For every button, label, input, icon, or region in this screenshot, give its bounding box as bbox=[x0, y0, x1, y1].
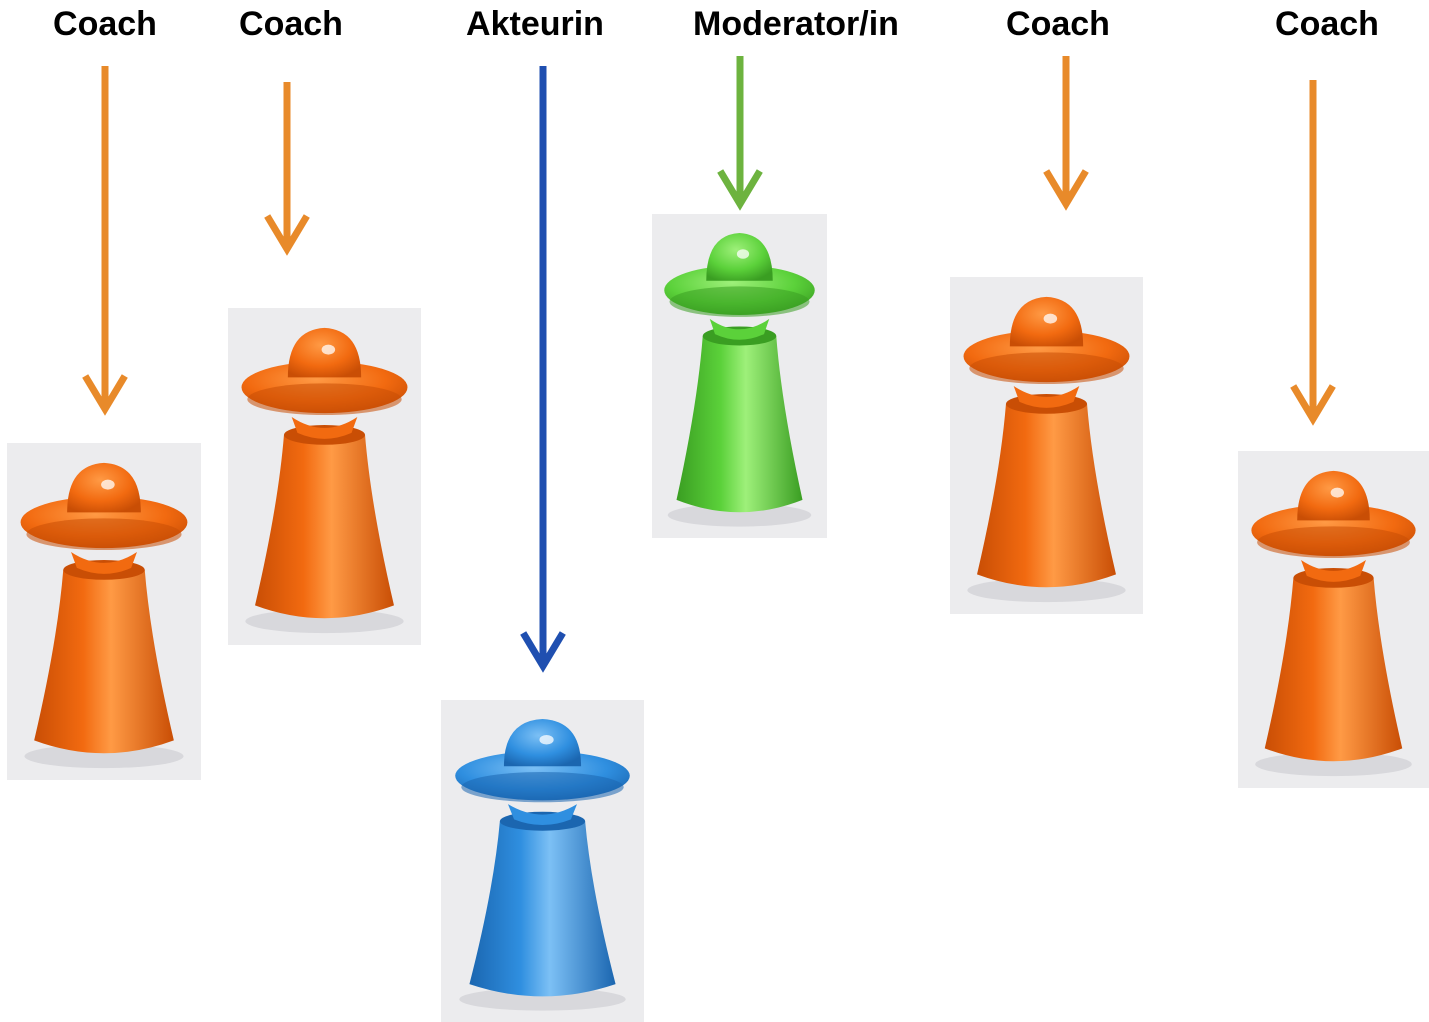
arrow-akteurin bbox=[520, 66, 566, 673]
arrow-coach-2 bbox=[264, 82, 310, 256]
arrow-moderator bbox=[717, 56, 763, 211]
pawn-image-coach-2 bbox=[228, 308, 421, 645]
arrow-coach-4 bbox=[1290, 80, 1336, 426]
role-label-coach-1: Coach bbox=[53, 5, 157, 43]
arrow-coach-3 bbox=[1043, 56, 1089, 211]
pawn-image-coach-4 bbox=[1238, 451, 1429, 788]
role-label-coach-2: Coach bbox=[239, 5, 343, 43]
role-label-moderator: Moderator/in bbox=[693, 5, 899, 43]
pawn-image-coach-3 bbox=[950, 277, 1143, 614]
arrow-coach-1 bbox=[82, 66, 128, 416]
pawn-image-akteurin bbox=[441, 700, 644, 1022]
pawn-image-coach-1 bbox=[7, 443, 201, 780]
role-label-coach-3: Coach bbox=[1006, 5, 1110, 43]
pawn-image-moderator bbox=[652, 214, 827, 538]
role-label-akteurin: Akteurin bbox=[466, 5, 604, 43]
role-label-coach-4: Coach bbox=[1275, 5, 1379, 43]
